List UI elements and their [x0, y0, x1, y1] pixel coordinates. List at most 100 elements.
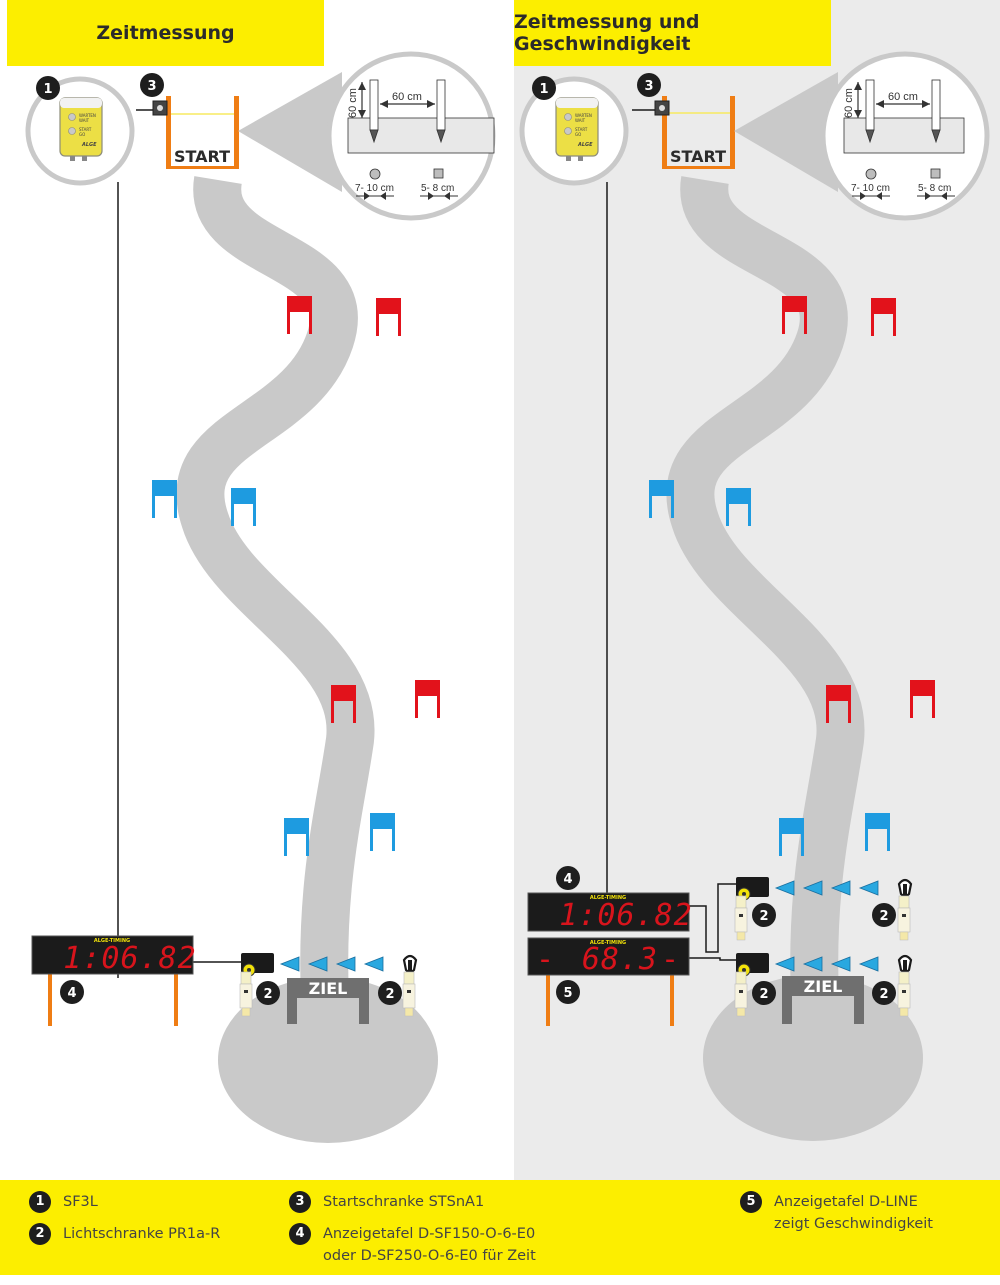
badge-2 [378, 981, 402, 1005]
dim-round-rod-right: 7- 10 cm [851, 183, 890, 194]
svg-text:GO: GO [575, 132, 581, 137]
legend-item-2: 2 Lichtschranke PR1a-R [29, 1223, 220, 1245]
svg-text:START: START [575, 127, 588, 132]
badge-3 [637, 73, 661, 97]
gate-flag-blue [231, 488, 256, 526]
svg-text:2: 2 [759, 909, 768, 924]
badge-1 [532, 76, 556, 100]
svg-text:2: 2 [263, 987, 272, 1002]
cable-board-time-to-cam [689, 883, 738, 953]
detail-callout-pointer-right [734, 72, 838, 192]
legend-bar: 1 SF3L 2 Lichtschranke PR1a-R 3 Startsch… [0, 1180, 1000, 1275]
finish-gate-beam [287, 978, 369, 998]
svg-text:2: 2 [879, 909, 888, 924]
dim-round-rod: 7- 10 cm [355, 183, 394, 194]
time-display-value-left: 1:06.82 [63, 941, 196, 976]
reflector-right [402, 954, 418, 974]
svg-text:1: 1 [43, 82, 52, 97]
svg-text:ALGE: ALGE [577, 142, 593, 148]
gate-flag-blue [152, 480, 177, 518]
badge-1 [36, 76, 60, 100]
speed-display-dash-left: - [536, 942, 554, 977]
svg-text:WARTEN: WARTEN [575, 113, 592, 118]
dim-60cm-horizontal: 60 cm [392, 91, 422, 103]
time-display-value-right: 1:06.82 [559, 898, 692, 933]
ziel-label-right: ZIEL [804, 977, 843, 996]
badge-5 [556, 980, 580, 1004]
ziel-label-left: ZIEL [309, 979, 348, 998]
square-rod-symbol [433, 168, 444, 179]
track-right [666, 176, 865, 1001]
gate-flag-red [287, 296, 312, 334]
panel-title-right: Zeitmessung und Geschwindigkeit [514, 0, 831, 66]
photocell-lower-left [734, 971, 748, 1017]
photocell-left [239, 971, 253, 1017]
round-rod-symbol [369, 168, 381, 180]
badge-3 [140, 73, 164, 97]
photocell-upper-left [734, 895, 748, 941]
board-leg-right [174, 972, 178, 1026]
svg-text:2: 2 [759, 987, 768, 1002]
right-panel: ZIEL START WARTEN [519, 51, 990, 1141]
photocell-lower-right [897, 971, 911, 1017]
finish-area-right [703, 975, 923, 1141]
start-label-left: START [174, 147, 230, 166]
badge-2 [872, 903, 896, 927]
board-leg-left [48, 972, 52, 1026]
finish-gate-left-post [287, 978, 297, 1024]
legend-item-3: 3 Startschranke STSnA1 [289, 1191, 484, 1213]
badge-4 [60, 980, 84, 1004]
dim-60cm-vertical: 60 cm [347, 88, 359, 118]
svg-text:ALGE-TIMING: ALGE-TIMING [590, 895, 626, 901]
svg-text:GO: GO [79, 132, 85, 137]
svg-text:WAIT: WAIT [575, 118, 586, 123]
gate-flag-red [376, 298, 401, 336]
svg-text:1: 1 [539, 82, 548, 97]
reflector-upper-right [897, 878, 913, 898]
speed-display-board [527, 937, 690, 976]
dim-60cm-horizontal-right: 60 cm [888, 91, 918, 103]
time-display-board-left [31, 935, 194, 975]
svg-text:ALGE-TIMING: ALGE-TIMING [590, 940, 626, 946]
rod-left [369, 79, 379, 131]
start-label-right: START [670, 147, 726, 166]
svg-text:2: 2 [879, 987, 888, 1002]
photocell-right [402, 971, 416, 1017]
badge-2 [752, 903, 776, 927]
cable-board-speed-to-cam [689, 957, 738, 961]
badge-2 [872, 981, 896, 1005]
svg-text:4: 4 [563, 872, 572, 887]
svg-text:3: 3 [644, 79, 653, 94]
speed-display-value: 68.3 [582, 942, 658, 977]
badge-2 [752, 981, 776, 1005]
svg-text:5: 5 [563, 986, 572, 1001]
dim-60cm-vertical-right: 60 cm [843, 88, 855, 118]
gate-flag-blue [370, 813, 395, 851]
start-pole-right [234, 96, 239, 168]
speed-display-dash-right: - [661, 942, 679, 977]
start-pole-left [166, 96, 171, 168]
badge-2 [256, 981, 280, 1005]
gate-flag-red [415, 680, 440, 718]
reflector-lower-right [897, 954, 913, 974]
svg-text:START: START [79, 127, 92, 132]
panel-title-left: Zeitmessung [7, 0, 324, 66]
svg-text:WAIT: WAIT [79, 118, 90, 123]
svg-text:ALGE: ALGE [81, 142, 97, 148]
left-panel: ZIEL START [25, 51, 496, 1143]
svg-text:ALGE-TIMING: ALGE-TIMING [94, 938, 130, 944]
finish-area-left [218, 977, 438, 1143]
dim-square-rod: 5- 8 cm [421, 183, 454, 194]
rod-right [436, 79, 446, 131]
track-left [176, 176, 375, 1001]
finish-gate-right-post [359, 978, 369, 1024]
badge-4 [556, 866, 580, 890]
svg-text:2: 2 [385, 987, 394, 1002]
start-base-bar [166, 166, 239, 169]
svg-text:4: 4 [67, 986, 76, 1001]
svg-text:3: 3 [147, 79, 156, 94]
time-display-board-right [527, 892, 690, 932]
finish-gate-beam-right [782, 976, 864, 996]
